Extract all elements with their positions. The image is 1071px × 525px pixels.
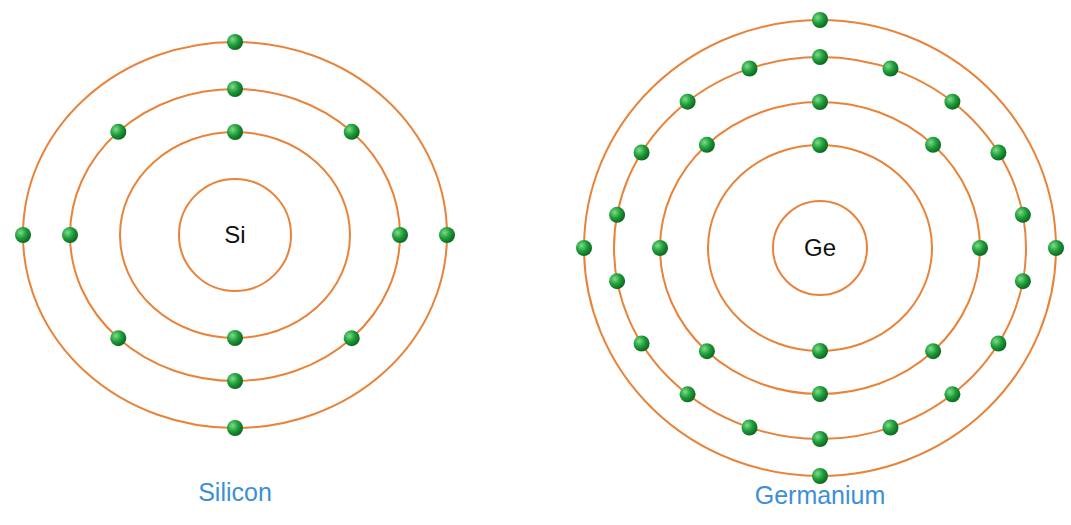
electron bbox=[742, 61, 758, 77]
electron bbox=[609, 207, 625, 223]
electron bbox=[812, 431, 828, 447]
electron bbox=[62, 227, 78, 243]
electron bbox=[110, 124, 126, 140]
electron bbox=[392, 227, 408, 243]
electron bbox=[990, 145, 1006, 161]
element-name: Germanium bbox=[755, 481, 886, 510]
electron bbox=[699, 343, 715, 359]
electron bbox=[699, 137, 715, 153]
atom-nucleus: Ge bbox=[772, 200, 868, 296]
electron bbox=[972, 240, 988, 256]
electron bbox=[883, 420, 899, 436]
electron bbox=[227, 34, 243, 50]
electron bbox=[990, 336, 1006, 352]
electron bbox=[680, 94, 696, 110]
atom-nucleus: Si bbox=[178, 178, 292, 292]
electron bbox=[925, 343, 941, 359]
electron-shell bbox=[23, 42, 447, 428]
electron bbox=[110, 330, 126, 346]
electron bbox=[925, 137, 941, 153]
electron bbox=[227, 420, 243, 436]
electron bbox=[576, 240, 592, 256]
electron bbox=[634, 145, 650, 161]
electrons bbox=[15, 12, 1064, 484]
electron bbox=[609, 273, 625, 289]
electron bbox=[15, 227, 31, 243]
electron bbox=[812, 49, 828, 65]
electron bbox=[344, 330, 360, 346]
electron-shell bbox=[660, 102, 980, 394]
electron bbox=[812, 386, 828, 402]
electron bbox=[1015, 273, 1031, 289]
electron-shell bbox=[120, 132, 350, 338]
electron bbox=[1048, 240, 1064, 256]
electron bbox=[227, 373, 243, 389]
electron-shell bbox=[708, 145, 932, 351]
electron bbox=[634, 336, 650, 352]
electron bbox=[1015, 207, 1031, 223]
electron bbox=[812, 94, 828, 110]
electron bbox=[439, 227, 455, 243]
electron bbox=[227, 330, 243, 346]
element-symbol: Ge bbox=[804, 234, 836, 262]
electron bbox=[344, 124, 360, 140]
electron bbox=[680, 386, 696, 402]
electron bbox=[944, 386, 960, 402]
electron-shell bbox=[70, 89, 400, 381]
electron-shells bbox=[23, 20, 1056, 476]
electron bbox=[652, 240, 668, 256]
electron bbox=[812, 137, 828, 153]
electron bbox=[812, 343, 828, 359]
electron-shell bbox=[584, 20, 1056, 476]
electron bbox=[883, 61, 899, 77]
electron bbox=[742, 420, 758, 436]
element-symbol: Si bbox=[224, 221, 245, 249]
electron-shell bbox=[614, 57, 1026, 439]
element-name: Silicon bbox=[198, 478, 272, 507]
electron bbox=[227, 124, 243, 140]
electron bbox=[812, 12, 828, 28]
electron bbox=[944, 94, 960, 110]
electron bbox=[227, 81, 243, 97]
